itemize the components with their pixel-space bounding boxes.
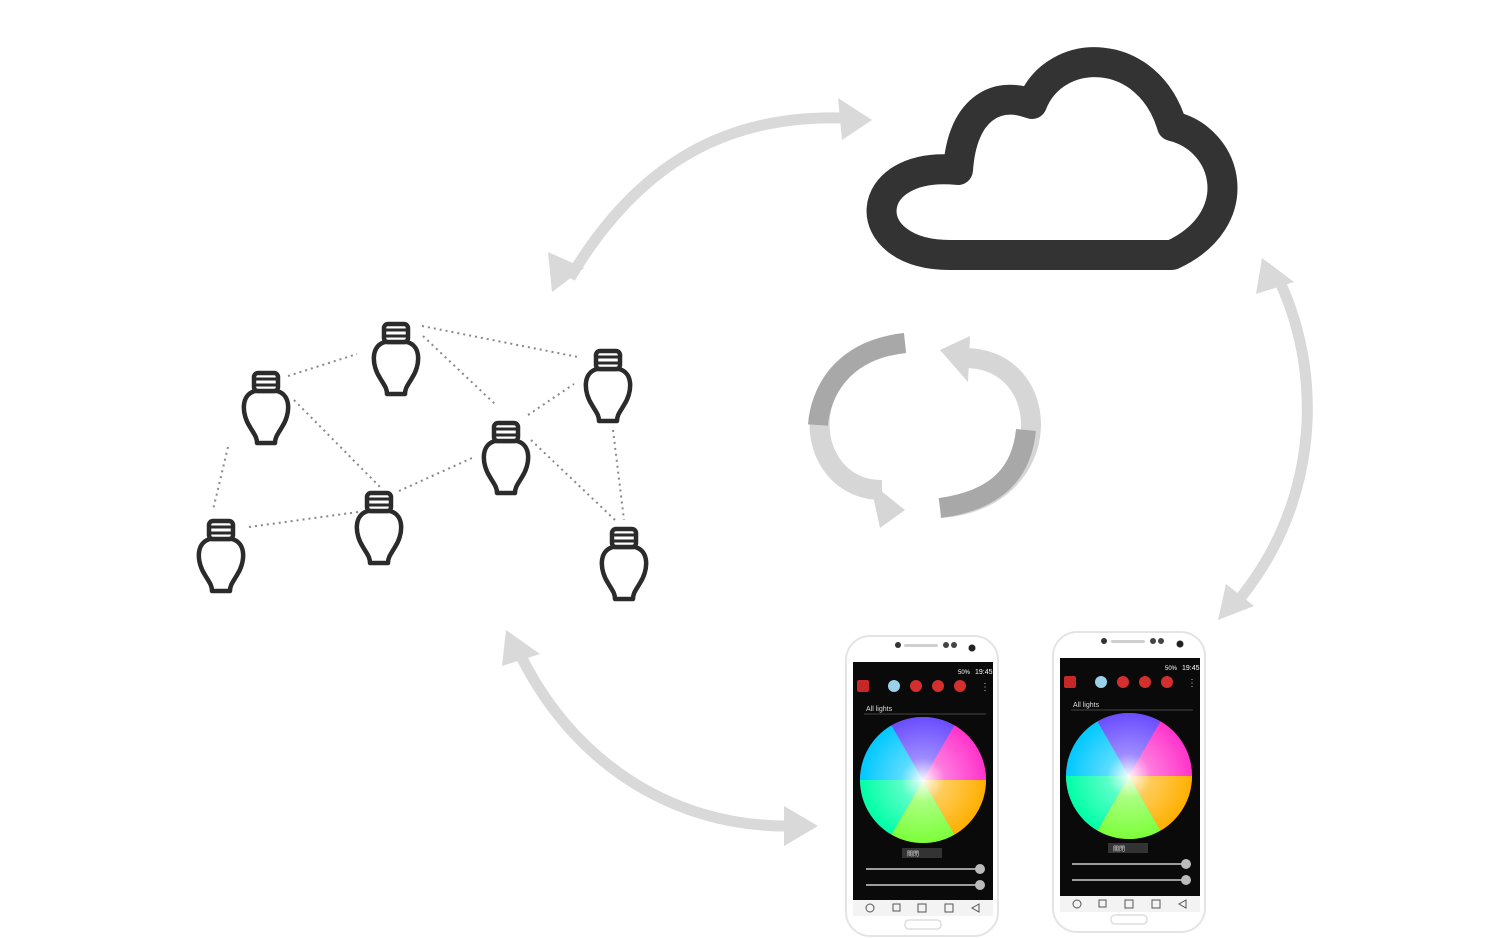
status-battery: 50%: [958, 670, 971, 676]
home-nav-icon[interactable]: [865, 903, 875, 913]
search-nav-icon[interactable]: [892, 903, 901, 912]
light-bulb-icon: [602, 529, 646, 599]
home-button[interactable]: [904, 919, 942, 930]
arrow-cloud-phone: [1218, 258, 1313, 620]
mesh-links: [212, 325, 625, 528]
arrow-mesh-phone: [502, 630, 818, 846]
status-time: 19:45: [975, 669, 993, 676]
color-wheel[interactable]: [860, 716, 987, 844]
light-bulb-icon: [484, 423, 528, 493]
light-bulb-icon: [357, 493, 401, 563]
group-dropdown[interactable]: All lights: [1073, 702, 1100, 709]
group-dropdown[interactable]: All lights: [866, 706, 893, 713]
back-nav-icon[interactable]: [970, 903, 980, 913]
light-bulb-icon: [586, 351, 630, 421]
home-nav-icon[interactable]: [1072, 899, 1082, 909]
sync-icon: [808, 333, 1041, 528]
home-button[interactable]: [1110, 914, 1148, 925]
add-icon[interactable]: [932, 680, 944, 692]
scene-icon[interactable]: [910, 680, 922, 692]
status-battery: 50%: [1165, 666, 1178, 672]
saturation-slider-handle[interactable]: [1181, 875, 1191, 885]
more-menu-icon[interactable]: ⋮: [980, 682, 990, 693]
search-nav-icon[interactable]: [1098, 899, 1107, 908]
power-off-button[interactable]: [902, 848, 942, 858]
group-icon[interactable]: [1161, 676, 1173, 688]
scene-icon[interactable]: [1117, 676, 1129, 688]
color-wheel[interactable]: [1066, 712, 1192, 840]
status-time: 19:45: [1182, 665, 1200, 672]
more-menu-icon[interactable]: ⋮: [1187, 678, 1197, 689]
back-nav-icon[interactable]: [1177, 899, 1187, 909]
add-icon[interactable]: [1139, 676, 1151, 688]
recent-apps-nav-icon[interactable]: [917, 903, 927, 913]
brightness-slider-handle[interactable]: [1181, 859, 1191, 869]
power-off-label: 關閉: [1113, 846, 1125, 853]
smartphone: 50% 19:45 ⋮ All lights 關閉: [1052, 631, 1206, 933]
saturation-slider-handle[interactable]: [975, 880, 985, 890]
group-icon[interactable]: [954, 680, 966, 692]
smartphone: 50% 19:45 ⋮ All lights 關閉: [845, 635, 999, 937]
light-bulb-icon: [244, 373, 288, 443]
cloud-icon: [866, 47, 1238, 270]
app-logo-icon[interactable]: [1064, 676, 1076, 688]
color-mode-icon[interactable]: [1095, 676, 1107, 688]
power-off-button[interactable]: [1108, 843, 1148, 853]
arrow-mesh-cloud: [548, 98, 872, 292]
light-bulb-icon: [199, 521, 243, 591]
apps-grid-nav-icon[interactable]: [944, 903, 954, 913]
light-bulb-icon: [374, 324, 418, 394]
apps-grid-nav-icon[interactable]: [1151, 899, 1161, 909]
recent-apps-nav-icon[interactable]: [1124, 899, 1134, 909]
power-off-label: 關閉: [907, 851, 919, 858]
app-logo-icon[interactable]: [857, 680, 869, 692]
brightness-slider-handle[interactable]: [975, 864, 985, 874]
color-mode-icon[interactable]: [888, 680, 900, 692]
